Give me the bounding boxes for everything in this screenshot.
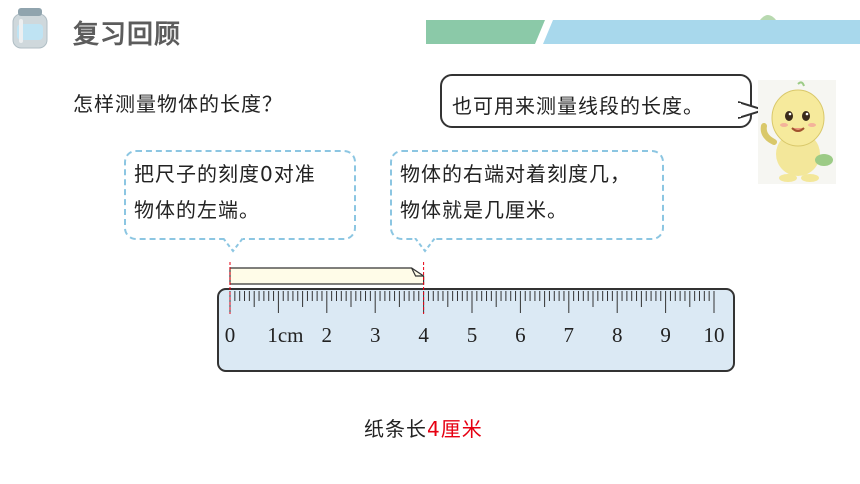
question-text: 怎样测量物体的长度？ <box>73 92 283 116</box>
speech-bubble <box>440 74 752 128</box>
ruler-label: 2 <box>322 323 333 347</box>
tip-bubble-right <box>390 150 664 240</box>
paper-strip-body <box>229 267 425 285</box>
tip-right-line-2: 物体就是几厘米。 <box>400 198 568 222</box>
ruler-label: 1cm <box>267 323 303 347</box>
ruler-label: 8 <box>612 323 623 347</box>
ruler-ticks <box>229 291 715 313</box>
mascot-character <box>758 80 836 184</box>
tip-left-line-1: 把尺子的刻度0对准 <box>134 162 316 186</box>
tip-text-right: 物体的右端对着刻度几， 物体就是几厘米。 <box>400 156 631 228</box>
paper-strip-fold <box>411 267 424 277</box>
page-title: 复习回顾 <box>73 20 182 50</box>
answer-caption: 纸条长4厘米 <box>364 413 483 442</box>
tip-bubble-right-tail <box>414 238 436 253</box>
paper-strip <box>229 262 425 314</box>
ruler-label: 9 <box>660 323 671 347</box>
ruler: 0 1cm 2 3 4 5 6 7 8 9 10 <box>217 262 735 372</box>
ruler-label: 7 <box>564 323 575 347</box>
ruler-label: 4 <box>418 323 429 347</box>
jar-icon <box>12 8 48 49</box>
tip-right-line-1: 物体的右端对着刻度几， <box>400 162 631 186</box>
caption-value: 4厘米 <box>427 417 483 441</box>
ruler-label: 10 <box>704 323 725 347</box>
ruler-label: 6 <box>515 323 526 347</box>
caption-prefix: 纸条长 <box>364 417 427 441</box>
ruler-label: 5 <box>467 323 478 347</box>
ruler-label: 3 <box>370 323 381 347</box>
speech-bubble-text: 也可用来测量线段的长度。 <box>452 94 704 118</box>
header-banner <box>426 15 860 44</box>
tip-left-line-2: 物体的左端。 <box>134 198 260 222</box>
ruler-labels: 0 1cm 2 3 4 5 6 7 8 9 10 <box>225 323 725 347</box>
ruler-body <box>217 288 735 372</box>
ruler-label: 0 <box>225 323 236 347</box>
tip-text-left: 把尺子的刻度0对准 物体的左端。 <box>134 156 316 228</box>
tip-bubble-left-tail <box>222 238 244 253</box>
